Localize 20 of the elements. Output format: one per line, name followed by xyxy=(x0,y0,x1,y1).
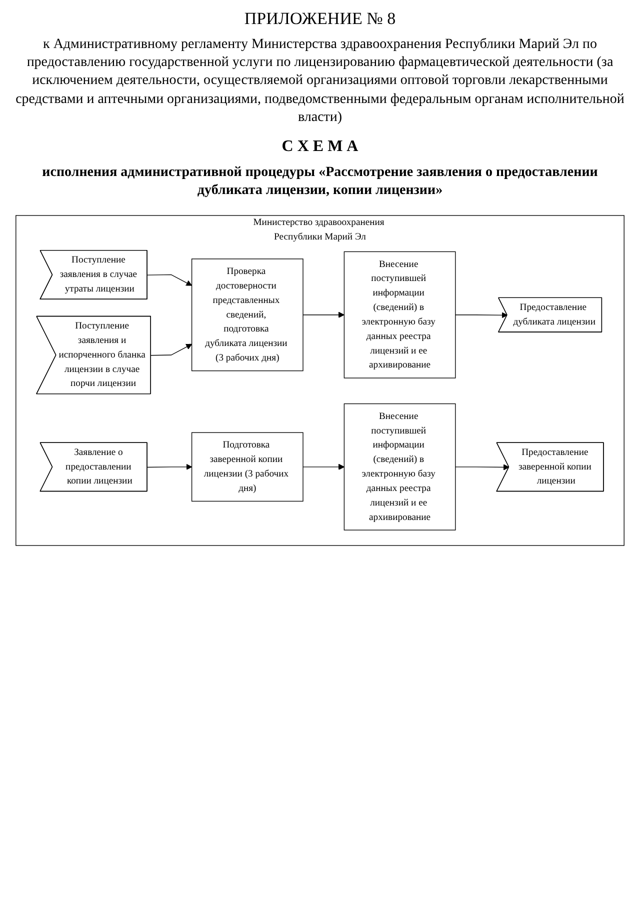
document-reference-text: к Административному регламенту Министерства здравоохранения Республики Марий Эл по предоставлению государственной услуги по лицензированию фармацевтической деятельности (за исключением деятельности, осуществляемой организациями оптовой торговли лекарственными средствами и аптечными организациями, подведомственными федеральным органам исполнительной власти) xyxy=(14,36,626,127)
process-box: Подготовка заверенной копии лицензии (3 рабочих дня) xyxy=(191,432,304,502)
process-box: Внесение поступившей информации (сведений) в электронную базу данных реестра лицензий и ее архивирование xyxy=(344,404,456,531)
appendix-heading: ПРИЛОЖЕНИЕ № 8 xyxy=(243,8,397,30)
process-box: Проверка достоверности представленных сведений, подготовка дубликата лицензии (3 рабочих дня) xyxy=(191,258,304,372)
arrow xyxy=(302,312,344,318)
block-arrow: Предоставление заверенной копии лицензии xyxy=(496,442,604,492)
arrow xyxy=(147,274,192,286)
block-arrow: Поступление заявления и испорченного бланка лицензии в случае порчи лицензии xyxy=(36,316,151,394)
block-arrow: Предоставление дубликата лицензии xyxy=(498,298,602,333)
block-arrow: Заявление о предоставлении копии лицензии xyxy=(40,442,148,492)
block-arrow: Поступление заявления в случае утраты лицензии xyxy=(40,250,148,300)
arrow xyxy=(455,312,508,318)
scheme-subtitle: исполнения административной процедуры «Рассмотрение заявления о предоставлении дубликата лицензии, копии лицензии» xyxy=(41,164,599,200)
arrow xyxy=(455,464,510,470)
scheme-title: С Х Е М А xyxy=(280,137,360,158)
process-box: Внесение поступившей информации (сведений) в электронную базу данных реестра лицензий и ее архивирование xyxy=(344,252,456,379)
arrow xyxy=(150,344,192,356)
arrow xyxy=(302,464,344,470)
arrow xyxy=(147,464,192,470)
